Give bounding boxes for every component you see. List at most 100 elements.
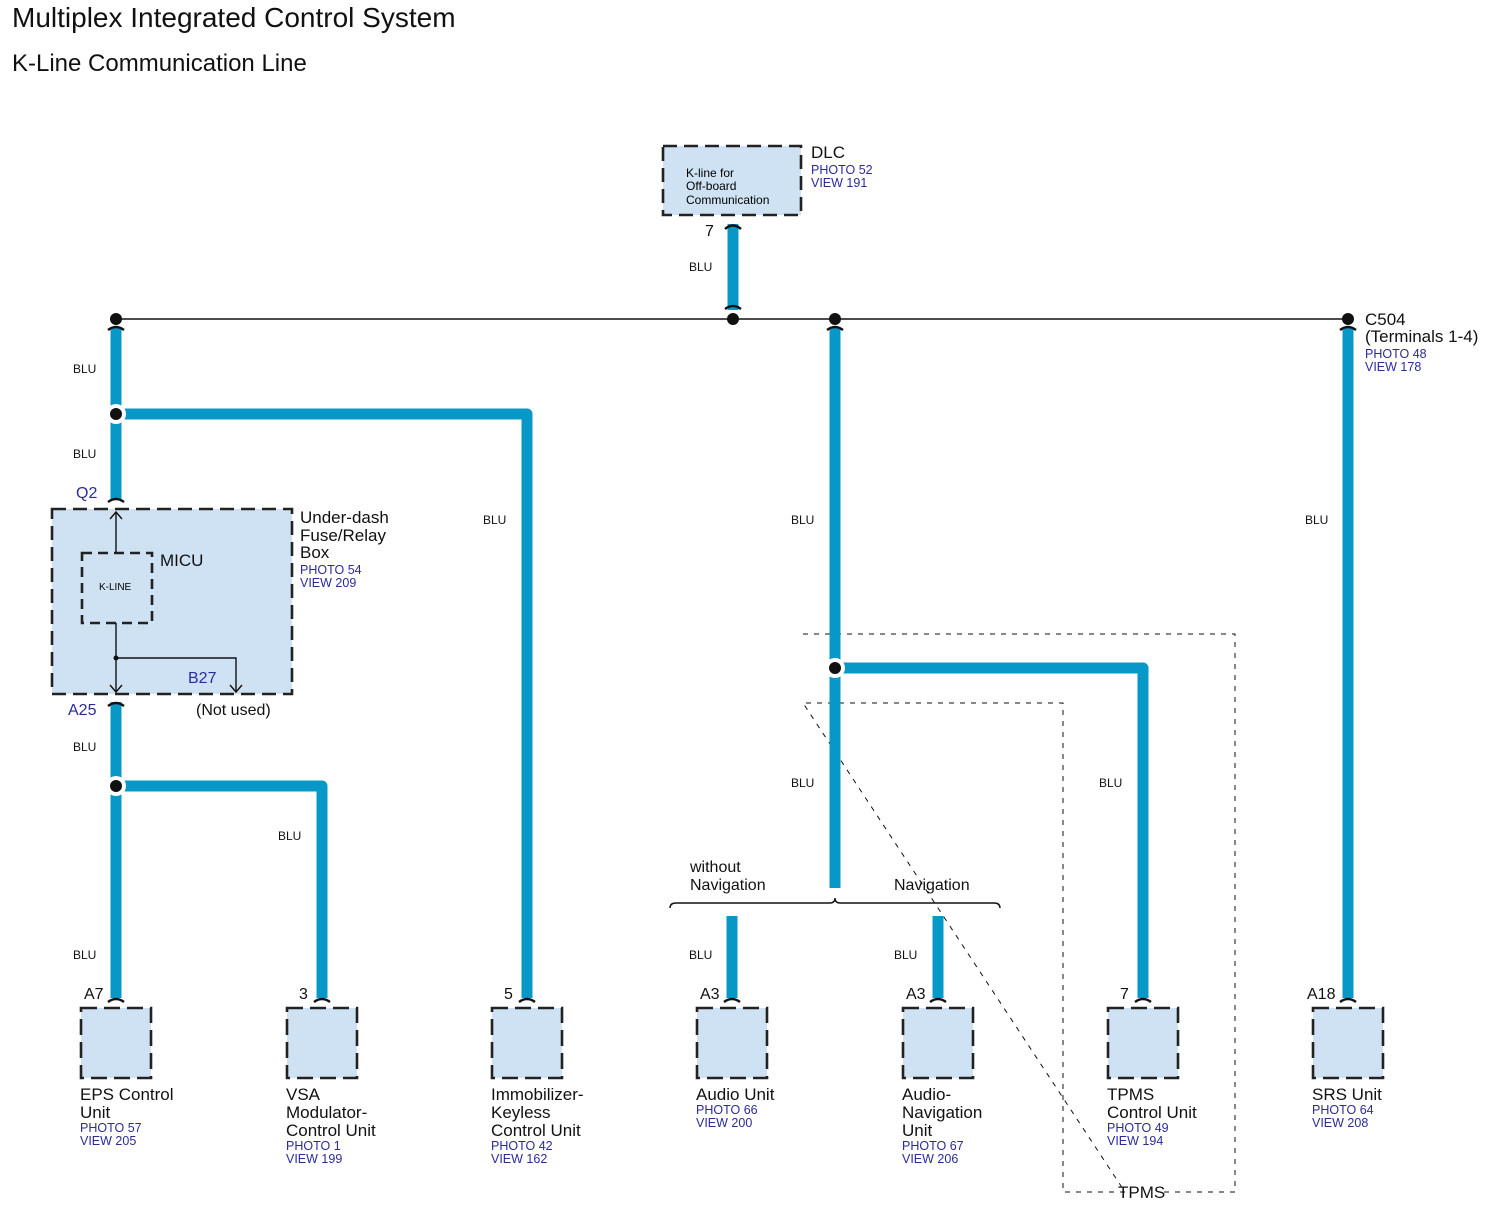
dlc-name: DLC bbox=[811, 143, 845, 162]
dlc-inner-line: Communication bbox=[686, 193, 769, 207]
unit-name-line: Navigation bbox=[902, 1103, 982, 1122]
unit-view-ref[interactable]: VIEW 208 bbox=[1312, 1116, 1368, 1130]
arrow-up-icon bbox=[109, 510, 123, 520]
internal-line-b27 bbox=[116, 657, 237, 692]
micu-box[interactable] bbox=[80, 551, 154, 625]
wire-color-label: BLU bbox=[1099, 776, 1122, 790]
wire-color-label: BLU bbox=[73, 948, 96, 962]
page-subtitle: K-Line Communication Line bbox=[12, 50, 307, 77]
unit-photo-ref[interactable]: PHOTO 49 bbox=[1107, 1121, 1169, 1135]
dlc-inner-line: Off-board bbox=[686, 179, 736, 193]
unit-view-ref[interactable]: VIEW 206 bbox=[902, 1152, 958, 1166]
unit-name-line: SRS Unit bbox=[1312, 1085, 1382, 1104]
wire-vsa bbox=[116, 780, 328, 998]
dlc-photo-ref[interactable]: PHOTO 52 bbox=[811, 163, 873, 177]
connector-nub bbox=[1339, 997, 1357, 1003]
connector-nub bbox=[723, 997, 741, 1003]
unit-box[interactable] bbox=[490, 1006, 564, 1080]
connector-nub bbox=[518, 997, 536, 1003]
pin-q2: Q2 bbox=[76, 485, 97, 502]
unit-photo-ref[interactable]: PHOTO 42 bbox=[491, 1139, 553, 1153]
unit-name-line: EPS Control bbox=[80, 1085, 174, 1104]
unit-name-line: Control Unit bbox=[1107, 1103, 1197, 1122]
wire-color-label: BLU bbox=[689, 948, 712, 962]
splice-point bbox=[110, 313, 122, 325]
pin-a25: A25 bbox=[68, 702, 97, 719]
wire-color-label: BLU bbox=[791, 776, 814, 790]
unit-photo-ref[interactable]: PHOTO 66 bbox=[696, 1103, 758, 1117]
fuse-box-name-line: Fuse/Relay bbox=[300, 526, 386, 545]
internal-junction bbox=[113, 655, 119, 661]
fuse-box-photo-ref[interactable]: PHOTO 54 bbox=[300, 563, 362, 577]
dlc-box[interactable] bbox=[661, 144, 803, 217]
wire-color-label: BLU bbox=[73, 447, 96, 461]
unit-name-line: Control Unit bbox=[491, 1121, 581, 1140]
unit-box[interactable] bbox=[285, 1006, 359, 1080]
connector-nub bbox=[1134, 997, 1152, 1003]
unit-box[interactable] bbox=[79, 1006, 153, 1080]
tpms-group-label: TPMS bbox=[1118, 1183, 1165, 1202]
unit-pin: A3 bbox=[700, 986, 720, 1003]
splice-point bbox=[1342, 313, 1354, 325]
unit-view-ref[interactable]: VIEW 205 bbox=[80, 1134, 136, 1148]
unit-pin: A18 bbox=[1307, 986, 1336, 1003]
unit-photo-ref[interactable]: PHOTO 67 bbox=[902, 1139, 964, 1153]
unit-pin: 3 bbox=[299, 986, 308, 1003]
wire-color-label: BLU bbox=[278, 829, 301, 843]
wire-color-label: BLU bbox=[791, 513, 814, 527]
unit-photo-ref[interactable]: PHOTO 64 bbox=[1312, 1103, 1374, 1117]
wire-color-label: BLU bbox=[73, 362, 96, 376]
c504-terminals: (Terminals 1-4) bbox=[1365, 327, 1478, 346]
c504-photo-ref[interactable]: PHOTO 48 bbox=[1365, 347, 1427, 361]
wire-color-label: BLU bbox=[483, 513, 506, 527]
unit-name-line: Modulator- bbox=[286, 1103, 367, 1122]
unit-view-ref[interactable]: VIEW 199 bbox=[286, 1152, 342, 1166]
splice-point bbox=[110, 780, 122, 792]
connector-nub bbox=[313, 997, 331, 1003]
connector-nub bbox=[1339, 325, 1357, 331]
splice-point bbox=[110, 408, 122, 420]
unit-name-line: Audio Unit bbox=[696, 1085, 775, 1104]
unit-photo-ref[interactable]: PHOTO 1 bbox=[286, 1139, 341, 1153]
unit-photo-ref[interactable]: PHOTO 57 bbox=[80, 1121, 142, 1135]
dlc-pin: 7 bbox=[705, 223, 714, 240]
unit-box[interactable] bbox=[695, 1006, 769, 1080]
connector-nub bbox=[929, 997, 947, 1003]
arrow-down-icon bbox=[229, 684, 243, 694]
unit-name-line: TPMS bbox=[1107, 1085, 1154, 1104]
unit-pin: A7 bbox=[84, 986, 104, 1003]
splice-point bbox=[829, 662, 841, 674]
unit-view-ref[interactable]: VIEW 200 bbox=[696, 1116, 752, 1130]
c504-view-ref[interactable]: VIEW 178 bbox=[1365, 360, 1421, 374]
fuse-box-name-line: Under-dash bbox=[300, 508, 389, 527]
connector-nub bbox=[724, 224, 742, 230]
unit-name-line: Keyless bbox=[491, 1103, 551, 1122]
wire-color-label: BLU bbox=[1305, 513, 1328, 527]
wire-color-label: BLU bbox=[73, 740, 96, 754]
unit-pin: 7 bbox=[1120, 986, 1129, 1003]
wire-color-label: BLU bbox=[894, 948, 917, 962]
connector-nub bbox=[107, 497, 125, 503]
fuse-box-view-ref[interactable]: VIEW 209 bbox=[300, 576, 356, 590]
unit-box[interactable] bbox=[901, 1006, 975, 1080]
c504-name: C504 bbox=[1365, 310, 1406, 329]
unit-view-ref[interactable]: VIEW 162 bbox=[491, 1152, 547, 1166]
unit-box[interactable] bbox=[1311, 1006, 1385, 1080]
unit-view-ref[interactable]: VIEW 194 bbox=[1107, 1134, 1163, 1148]
option-nav-label: Navigation bbox=[894, 877, 970, 894]
wire-color-label: BLU bbox=[689, 260, 712, 274]
splice-point bbox=[727, 313, 739, 325]
micu-label: MICU bbox=[160, 551, 203, 570]
unit-name-line: Unit bbox=[80, 1103, 111, 1122]
dlc-view-ref[interactable]: VIEW 191 bbox=[811, 176, 867, 190]
unit-box[interactable] bbox=[1106, 1006, 1180, 1080]
